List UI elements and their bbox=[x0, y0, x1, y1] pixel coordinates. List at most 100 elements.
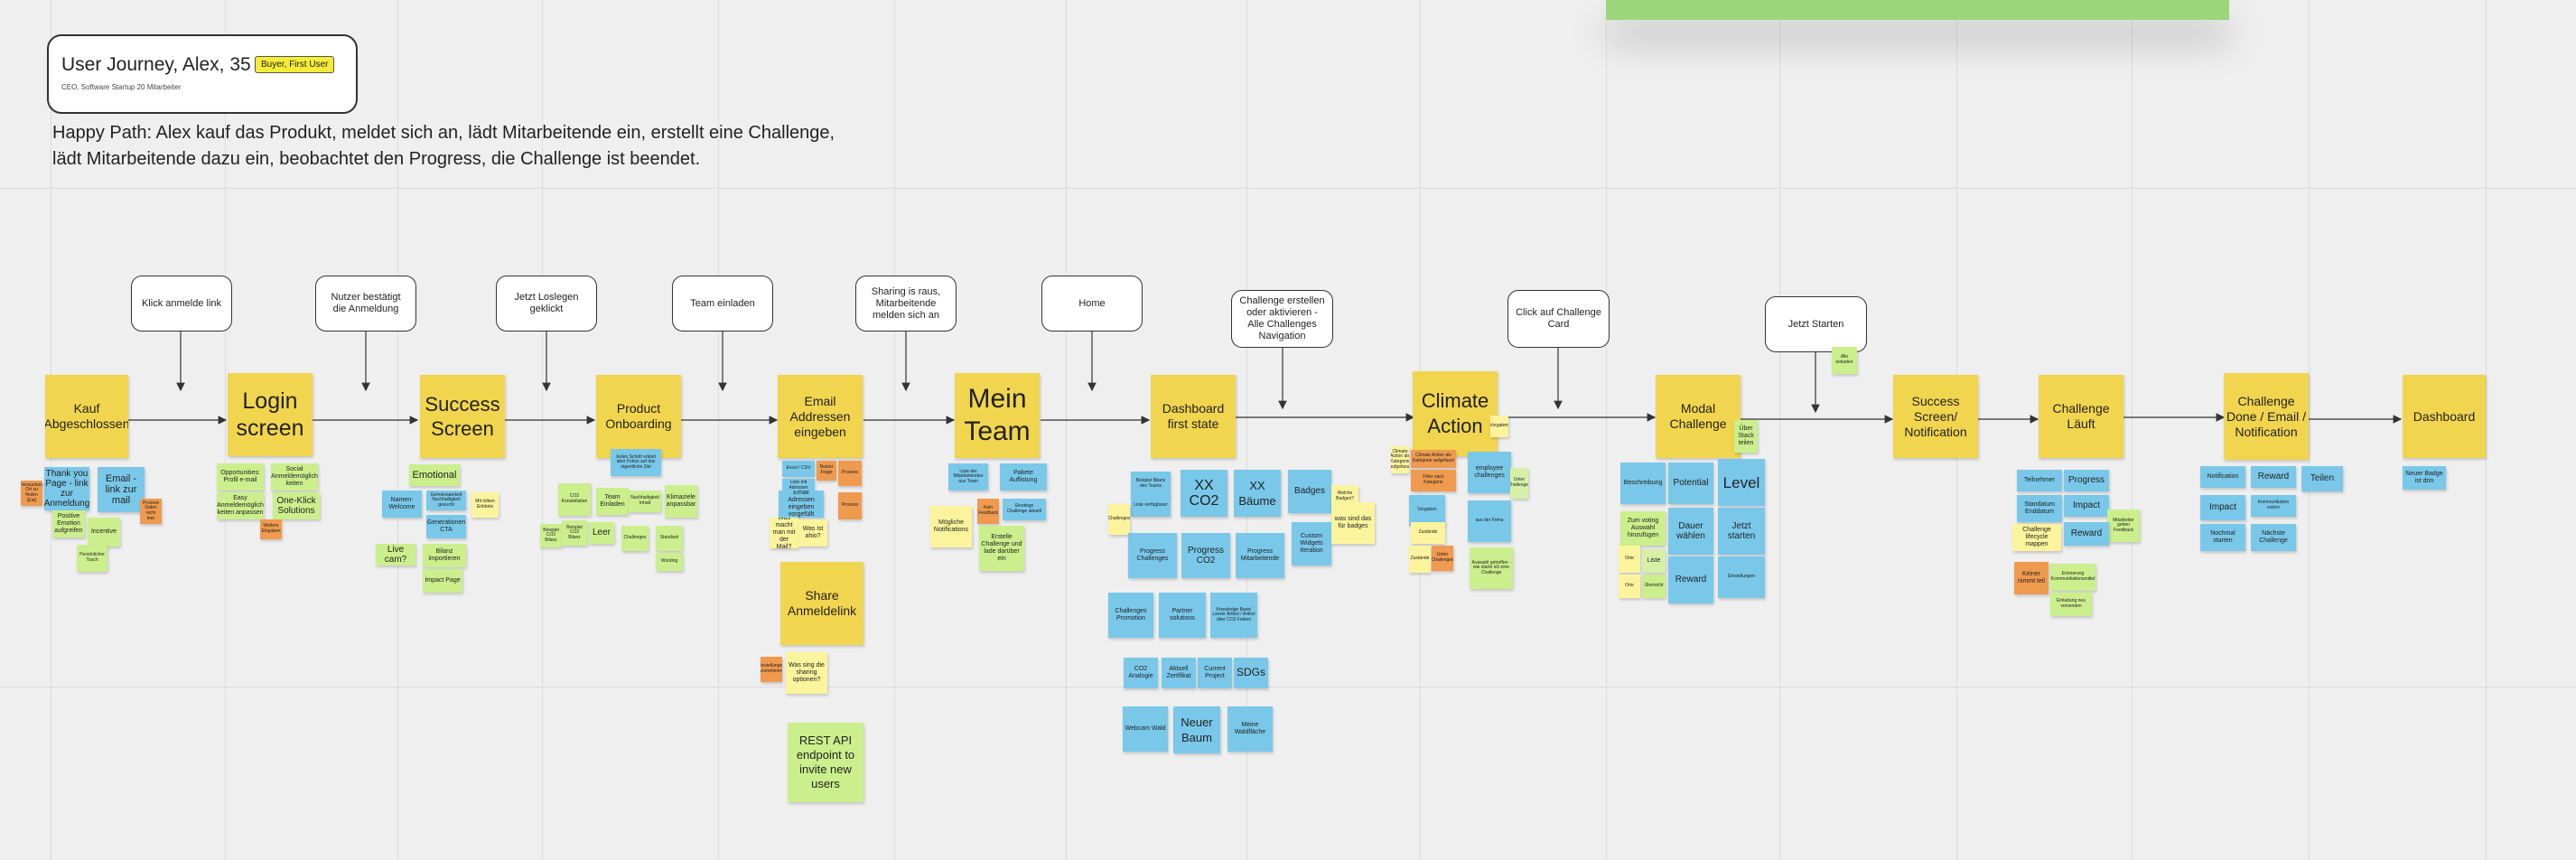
note-sticky[interactable]: CO2 Analogie bbox=[1124, 658, 1158, 688]
note-sticky[interactable]: Beispiel CO2 Bilanz bbox=[540, 524, 562, 547]
note-sticky[interactable]: Easy Anmeldemöglich keiten anpassen bbox=[217, 492, 264, 519]
action-box[interactable]: Home bbox=[1041, 276, 1143, 332]
note-sticky[interactable]: Erinnerung Kommunikationsmittel bbox=[2050, 564, 2095, 591]
note-sticky[interactable]: Bilanz importieren bbox=[423, 544, 466, 567]
note-sticky[interactable]: Generationen CTA bbox=[426, 515, 466, 538]
note-sticky[interactable]: Prozess Daten nicht leer bbox=[140, 499, 162, 524]
note-sticky[interactable]: Neuer Baum bbox=[1173, 706, 1220, 753]
note-sticky[interactable]: Liste mit Adressen bbox=[782, 479, 815, 493]
note-sticky[interactable]: Nutzer Frage bbox=[817, 461, 836, 481]
note-sticky[interactable]: Was sing die sharing optionen? bbox=[786, 652, 827, 694]
note-sticky[interactable]: Pakete Auflistung bbox=[1000, 463, 1047, 491]
note-sticky[interactable]: Leer bbox=[589, 522, 614, 544]
note-sticky[interactable]: Einstellungen bbox=[1718, 556, 1765, 598]
note-sticky[interactable]: Orte bbox=[1619, 546, 1640, 573]
note-sticky[interactable]: Persönlicher Touch bbox=[77, 545, 107, 572]
note-sticky[interactable]: Teilnehmer bbox=[2017, 470, 2062, 491]
note-sticky[interactable]: Unter Challenges bbox=[1510, 468, 1528, 499]
step-sticky[interactable]: Climate Action bbox=[1413, 371, 1498, 456]
step-sticky[interactable]: Mein Team bbox=[955, 373, 1040, 458]
note-sticky[interactable]: Einladung neu versenden bbox=[2050, 593, 2092, 616]
note-sticky[interactable]: Übersicht bbox=[1642, 575, 1666, 598]
note-sticky[interactable]: Challenges bbox=[621, 526, 649, 551]
note-sticky[interactable]: Zum voting Auswahl hinzufügen bbox=[1620, 511, 1666, 546]
action-box[interactable]: Nutzer bestätigt die Anmeldung bbox=[315, 276, 416, 332]
note-sticky[interactable]: Nochmal starten bbox=[2200, 524, 2245, 551]
note-sticky[interactable]: Progress Challenges bbox=[1128, 533, 1177, 578]
note-sticky[interactable]: Alle einladen bbox=[1832, 347, 1857, 374]
note-sticky[interactable]: Email - link zur mail bbox=[98, 467, 145, 512]
note-sticky[interactable]: Standard bbox=[656, 526, 683, 551]
note-sticky[interactable]: Unter Challenges bbox=[1432, 546, 1453, 571]
note-sticky[interactable]: Mögliche Notifications bbox=[930, 506, 972, 547]
note-sticky[interactable]: Vorgaben bbox=[1409, 495, 1445, 526]
note-sticky[interactable]: Mitarbeiter geben Feedback bbox=[2107, 509, 2140, 542]
note-sticky[interactable]: XX CO2 bbox=[1181, 470, 1227, 517]
note-sticky[interactable]: Orte bbox=[1619, 575, 1640, 598]
note-sticky[interactable]: Impact bbox=[2200, 495, 2245, 520]
note-sticky[interactable]: Filter nach Kategorie bbox=[1411, 470, 1456, 491]
note-sticky[interactable]: Auswahl getroffen - wie starte ich eine … bbox=[1470, 547, 1513, 589]
note-sticky[interactable]: Aktuell Zertifikat bbox=[1162, 658, 1196, 688]
note-sticky[interactable]: Impact Page bbox=[423, 569, 462, 593]
note-sticky[interactable]: SDGs bbox=[1234, 658, 1268, 688]
note-sticky[interactable]: employee challenges bbox=[1468, 452, 1511, 493]
note-sticky[interactable]: Einstellungen vornehmen bbox=[761, 657, 782, 682]
note-sticky[interactable]: Progress bbox=[2064, 470, 2109, 491]
note-sticky[interactable]: Weitere Eingaben bbox=[260, 519, 282, 539]
note-sticky[interactable]: Positive Emotion aufgreifen bbox=[52, 510, 85, 538]
note-sticky[interactable]: Badges bbox=[1288, 470, 1331, 513]
note-sticky[interactable]: Kein Feedback bbox=[977, 499, 999, 524]
note-sticky[interactable]: Prozess bbox=[838, 461, 862, 486]
note-sticky[interactable]: Opportunities: Profil e-mail bbox=[217, 463, 264, 491]
action-box[interactable]: Klick anmelde link bbox=[131, 276, 232, 332]
note-sticky[interactable]: Team Einladen bbox=[596, 488, 629, 515]
note-sticky[interactable]: Namen-Welcome bbox=[382, 491, 422, 518]
note-sticky[interactable]: Liste der Mitarbeitenden aus Team bbox=[948, 463, 988, 491]
step-sticky[interactable]: Kauf Abgeschlossen bbox=[45, 375, 128, 458]
note-sticky[interactable]: Live cam? bbox=[376, 544, 415, 566]
note-sticky[interactable]: Vorgaben bbox=[1490, 416, 1508, 437]
note-sticky[interactable]: Teilen bbox=[2301, 466, 2343, 491]
action-box[interactable]: Team einladen bbox=[672, 276, 773, 332]
note-sticky[interactable]: Incentive bbox=[88, 518, 120, 547]
note-sticky[interactable]: Zustände bbox=[1411, 522, 1445, 544]
note-sticky[interactable]: Reward bbox=[2251, 466, 2296, 488]
note-sticky[interactable]: Potential bbox=[1668, 463, 1713, 504]
step-sticky[interactable]: Email Addressen eingeben bbox=[778, 375, 863, 458]
note-sticky[interactable]: Impact bbox=[2064, 495, 2109, 517]
note-sticky[interactable]: Was macht man mit der Mail? bbox=[770, 518, 798, 548]
note-sticky[interactable]: Partner solutions bbox=[1159, 593, 1206, 638]
action-box[interactable]: Challenge erstellen oder aktivieren - Al… bbox=[1231, 290, 1333, 348]
note-sticky[interactable]: Challenges bbox=[1108, 504, 1130, 535]
note-sticky[interactable]: XX Bäume bbox=[1234, 470, 1281, 517]
step-sticky[interactable]: Product Onboarding bbox=[596, 375, 681, 458]
note-sticky[interactable]: Challenge lifecycle mappen bbox=[2012, 524, 2061, 551]
note-sticky[interactable]: Neuer Badge ist drin bbox=[2403, 466, 2446, 490]
note-sticky[interactable]: aus der Firma bbox=[1468, 500, 1511, 542]
note-sticky[interactable]: Dauer wählen bbox=[1668, 508, 1713, 555]
note-sticky[interactable]: Jeden Schritt erklärt aber Fokus auf das… bbox=[611, 449, 661, 476]
note-sticky[interactable]: Challenges Promotion bbox=[1108, 593, 1153, 638]
note-sticky[interactable]: Progress CO2 bbox=[1181, 533, 1230, 578]
note-sticky[interactable]: Reward bbox=[1668, 556, 1713, 603]
note-sticky[interactable]: Versuchen Ort zu finden (Eat) bbox=[21, 481, 42, 506]
note-sticky[interactable]: Thank you Page - link zur Anmeldung bbox=[44, 467, 89, 510]
action-box[interactable]: Click auf Challenge Card bbox=[1507, 290, 1610, 348]
step-sticky[interactable]: Challenge Done / Email / Notification bbox=[2224, 373, 2309, 460]
action-box[interactable]: Jetzt Loslegen geklickt bbox=[496, 276, 597, 332]
note-sticky[interactable]: Knowledge Base/ Leerer Artikel / Artikel… bbox=[1210, 593, 1257, 638]
note-sticky[interactable]: Keiner nimmt teil bbox=[2014, 562, 2049, 594]
step-sticky[interactable]: Dashboard first state bbox=[1151, 375, 1236, 458]
note-sticky[interactable]: Climate Action als Kategorie aufgefasst bbox=[1411, 450, 1456, 468]
note-sticky[interactable]: Nachhaltigkeit Inhalt bbox=[629, 491, 661, 512]
note-sticky[interactable]: Progress Mitarbeitende bbox=[1236, 533, 1284, 578]
note-sticky[interactable]: Current Project bbox=[1198, 658, 1232, 688]
step-sticky[interactable]: Dashboard bbox=[2403, 375, 2486, 458]
step-sticky[interactable]: Success Screen/ Notification bbox=[1893, 375, 1978, 458]
persona-card[interactable]: User Journey, Alex, 35 Buyer, First User… bbox=[47, 34, 358, 114]
note-sticky[interactable]: Social Anmeldemöglich keiten bbox=[271, 463, 318, 491]
note-sticky[interactable]: Beispiel CO2 Bilanz bbox=[562, 520, 587, 546]
note-sticky[interactable]: Email Adressen eingeben vorgefüllt bbox=[779, 491, 824, 518]
note-sticky[interactable]: One-Klick Solutions bbox=[273, 492, 320, 519]
